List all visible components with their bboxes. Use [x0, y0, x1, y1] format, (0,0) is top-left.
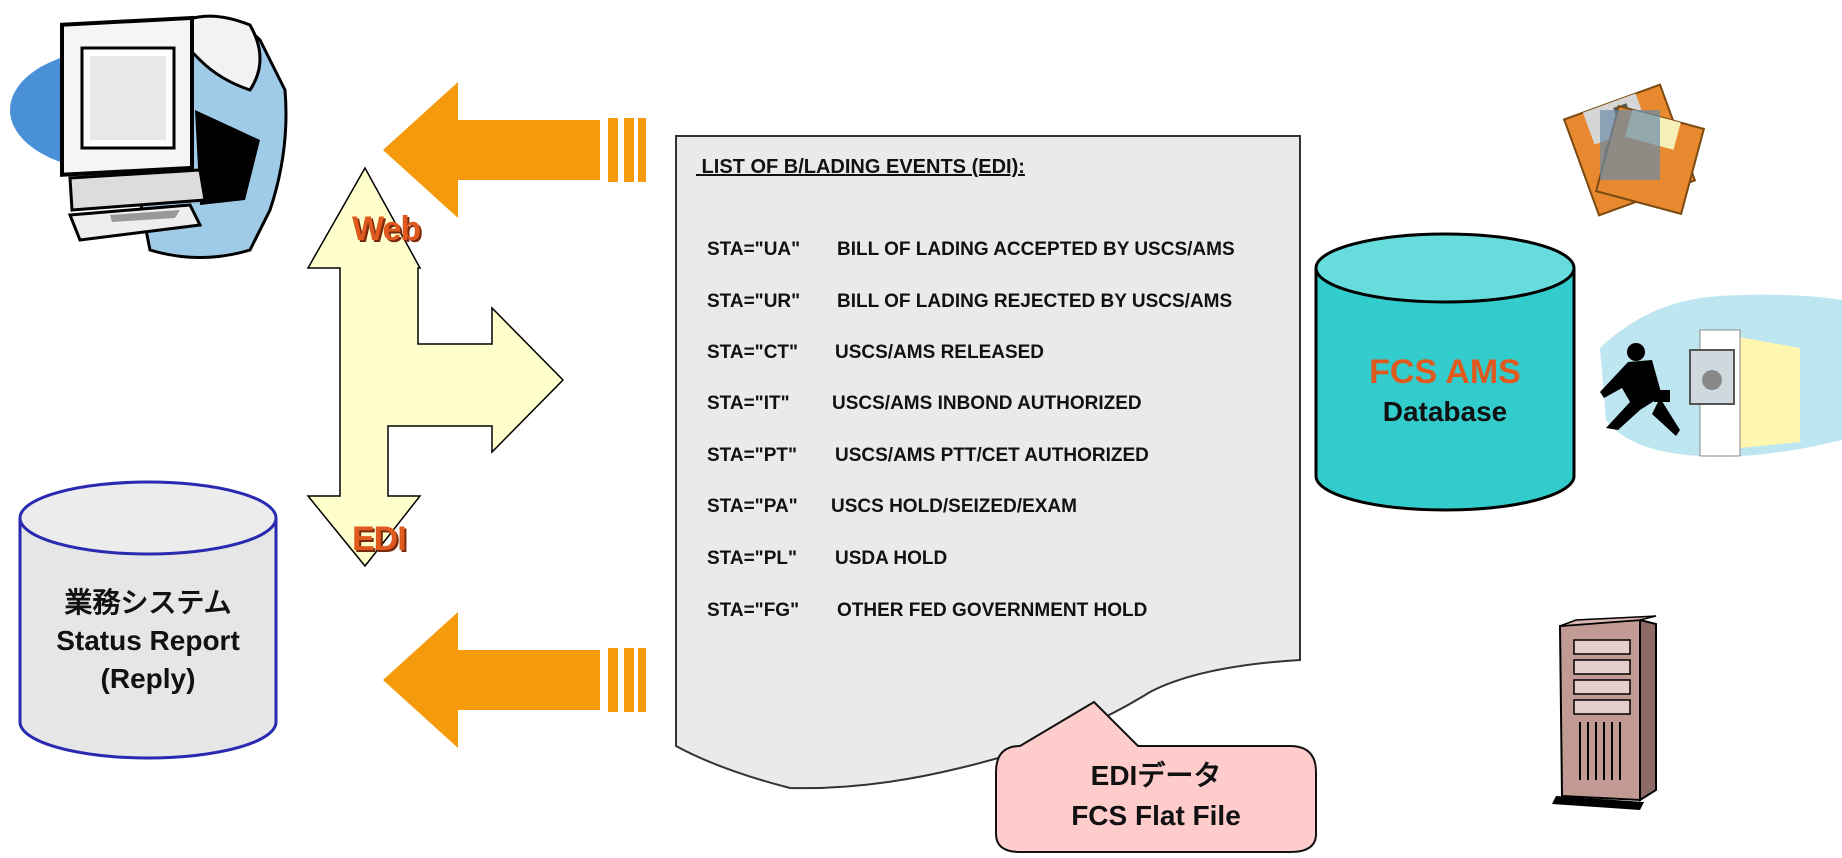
fcs-database-cylinder [1314, 232, 1576, 512]
computer-user-icon [10, 14, 288, 259]
event-row-ua: STA="UA" BILL OF LADING ACCEPTED BY USCS… [707, 239, 1235, 261]
event-row-pa: STA="PA" USCS HOLD/SEIZED/EXAM [707, 496, 1077, 518]
event-description: USCS/AMS PTT/CET AUTHORIZED [835, 445, 1149, 466]
event-row-pl: STA="PL" USDA HOLD [707, 548, 947, 570]
flat-file-callout [995, 700, 1317, 853]
web-label: Web [352, 210, 421, 248]
event-row-it: STA="IT" USCS/AMS INBOND AUTHORIZED [707, 393, 1142, 415]
database-text: Database [1382, 396, 1508, 427]
edi-label: EDI [352, 520, 407, 558]
event-code: STA="PL" [707, 548, 797, 569]
status-report-text: Status Report [56, 625, 240, 656]
event-description: BILL OF LADING REJECTED BY USCS/AMS [837, 291, 1233, 312]
floppy-disk-icon [1562, 83, 1706, 217]
event-row-ur: STA="UR" BILL OF LADING REJECTED BY USCS… [707, 291, 1232, 313]
event-code: STA="PT" [707, 445, 797, 466]
event-description: USDA HOLD [835, 548, 948, 569]
edi-data-text: EDIデータ [1090, 760, 1222, 791]
running-man-icon [1600, 294, 1842, 457]
fcs-database-label: FCS AMS Database [1316, 350, 1574, 430]
business-system-label: 業務システム Status Report (Reply) [20, 584, 276, 698]
event-description: USCS/AMS RELEASED [835, 342, 1045, 363]
fcs-ams-title: FCS AMS [1369, 353, 1521, 391]
event-code: STA="PA" [707, 496, 798, 517]
event-code: STA="UA" [707, 239, 801, 260]
business-system-title: 業務システム [64, 587, 232, 618]
event-row-fg: STA="FG" OTHER FED GOVERNMENT HOLD [707, 600, 1147, 622]
three-way-arrow [306, 166, 565, 568]
flat-file-document [675, 135, 1301, 790]
event-code: STA="CT" [707, 342, 799, 363]
top-left-arrow [383, 82, 646, 218]
event-row-ct: STA="CT" USCS/AMS RELEASED [707, 342, 1044, 364]
flat-file-text: FCS Flat File [1071, 800, 1241, 831]
event-code: STA="FG" [707, 600, 800, 621]
event-code: STA="UR" [707, 291, 801, 312]
event-description: USCS/AMS INBOND AUTHORIZED [832, 393, 1142, 414]
event-code: STA="IT" [707, 393, 790, 414]
server-tower-icon [1552, 615, 1657, 810]
business-system-cylinder [18, 480, 278, 760]
event-row-pt: STA="PT" USCS/AMS PTT/CET AUTHORIZED [707, 445, 1149, 467]
event-description: USCS HOLD/SEIZED/EXAM [831, 496, 1077, 517]
event-description: OTHER FED GOVERNMENT HOLD [837, 600, 1148, 621]
callout-label: EDIデータ FCS Flat File [996, 756, 1316, 836]
event-description: BILL OF LADING ACCEPTED BY USCS/AMS [837, 239, 1235, 260]
events-list-title: LIST OF B/LADING EVENTS (EDI): [696, 156, 1025, 178]
reply-text: (Reply) [100, 663, 196, 694]
bottom-left-arrow [383, 612, 646, 748]
